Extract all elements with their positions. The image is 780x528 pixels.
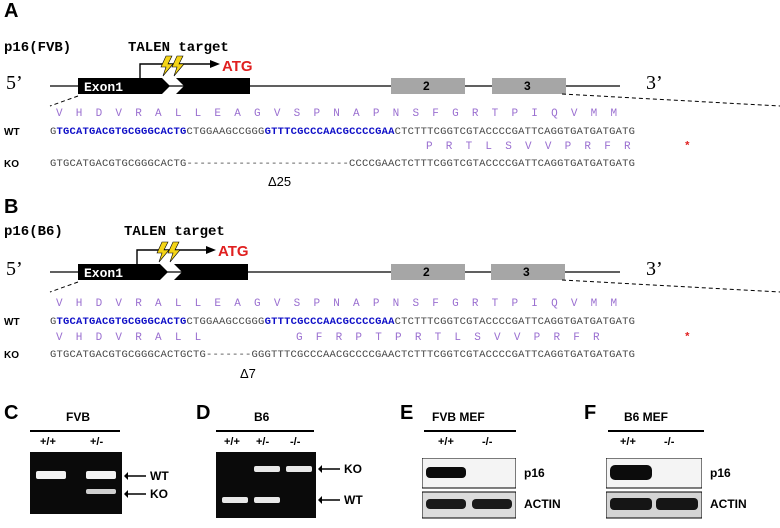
panel-b-letter: B bbox=[4, 196, 19, 218]
panel-b-exon3-label: 3 bbox=[523, 265, 530, 279]
panel-f-letter: F bbox=[584, 402, 597, 424]
panel-a-letter: A bbox=[4, 0, 19, 22]
panel-c-band-wt-1 bbox=[36, 471, 66, 479]
panel-d-lane-1: +/+ bbox=[224, 436, 240, 448]
panel-a-ko-aa: P R T L S V V P R F R bbox=[426, 141, 631, 153]
panel-c-lane-bar bbox=[30, 430, 120, 432]
panel-d-band-wt-1 bbox=[222, 497, 248, 503]
panel-b-ko-stop: * bbox=[684, 332, 691, 344]
panel-b-wt-label: WT bbox=[4, 317, 20, 328]
panel-b-gene-label: p16(B6) bbox=[4, 224, 63, 240]
panel-d-gel bbox=[216, 452, 316, 518]
panel-a-ko-stop: * bbox=[684, 141, 691, 153]
panel-e-letter: E bbox=[400, 402, 414, 424]
panel-f-lane-1: +/+ bbox=[620, 436, 636, 448]
panel-f-blot bbox=[606, 458, 702, 519]
panel-a-gene-diagram bbox=[49, 55, 780, 107]
panel-d-band-ko-3 bbox=[286, 466, 312, 472]
panel-f-lane-bar bbox=[608, 430, 704, 432]
panel-a-atg-label: ATG bbox=[222, 58, 253, 75]
panel-d-ko-label: KO bbox=[344, 462, 362, 476]
panel-a-wt-seq: GTGCATGACGTGCGGGCACTGCTGGAAGCCGGGGTTTCGC… bbox=[50, 126, 636, 138]
panel-c-lane-2: +/- bbox=[90, 436, 104, 448]
panel-f-band-actin-2 bbox=[656, 498, 698, 510]
panel-c-band-wt-2 bbox=[86, 471, 116, 479]
panel-c-letter: C bbox=[4, 402, 19, 424]
panel-c-arrows bbox=[124, 472, 146, 498]
panel-d-band-ko-2 bbox=[254, 466, 280, 472]
panel-c-lane-1: +/+ bbox=[40, 436, 56, 448]
panel-b-five-prime: 5’ bbox=[6, 258, 23, 280]
panel-c-title: FVB bbox=[66, 410, 90, 424]
panel-a-exon3-label: 3 bbox=[524, 79, 531, 93]
panel-f-band-p16-1 bbox=[610, 465, 652, 480]
panel-e-title: FVB MEF bbox=[432, 410, 485, 424]
panel-e-lane-1: +/+ bbox=[438, 436, 454, 448]
panel-a-ko-label: KO bbox=[4, 159, 19, 170]
panel-d-lane-3: -/- bbox=[290, 436, 301, 448]
panel-b-exon2-label: 2 bbox=[423, 265, 430, 279]
panel-e-band-actin-2 bbox=[472, 499, 512, 509]
panel-d-wt-label: WT bbox=[344, 493, 363, 507]
panel-b-ko-aa-2: G F R P T P R T L S V V P R F R bbox=[296, 332, 600, 344]
panel-d-band-wt-2 bbox=[254, 497, 280, 503]
panel-b-ko-label: KO bbox=[4, 350, 19, 361]
panel-d-arrows bbox=[318, 465, 340, 504]
panel-a-gene-label: p16(FVB) bbox=[4, 40, 72, 56]
panel-c-ko-label: KO bbox=[150, 487, 168, 501]
panel-e-actin-label: ACTIN bbox=[524, 497, 561, 511]
panel-a-exon1-label: Exon1 bbox=[84, 80, 124, 95]
panel-d-letter: D bbox=[196, 402, 211, 424]
panel-b-atg-label: ATG bbox=[218, 243, 249, 260]
panel-a-three-prime: 3’ bbox=[646, 72, 663, 94]
panel-b-wt-aa: V H D V R A L L E A G V S P N A P N S F … bbox=[56, 298, 618, 310]
panel-e-blot bbox=[422, 458, 516, 519]
panel-d-lane-2: +/- bbox=[256, 436, 270, 448]
panel-c-gel bbox=[30, 452, 122, 514]
panel-b-three-prime: 3’ bbox=[646, 258, 663, 280]
panel-a-exon2-label: 2 bbox=[423, 79, 430, 93]
panel-b-ko-seq: GTGCATGACGTGCGGGCACTGCTG-------GGGTTTCGC… bbox=[50, 349, 636, 361]
panel-a-talen-label: TALEN target bbox=[128, 40, 229, 56]
panel-b-exon1-label: Exon1 bbox=[84, 266, 124, 281]
panel-c-band-ko-2 bbox=[86, 489, 116, 494]
panel-f-actin-label: ACTIN bbox=[710, 497, 747, 511]
panel-e-band-p16-1 bbox=[426, 467, 466, 478]
panel-f-band-actin-1 bbox=[610, 498, 652, 510]
panel-a-five-prime: 5’ bbox=[6, 72, 23, 94]
panel-f-p16-label: p16 bbox=[710, 466, 731, 480]
panel-a-wt-aa: V H D V R A L L E A G V S P N A P N S F … bbox=[56, 108, 618, 120]
panel-b-wt-seq: GTGCATGACGTGCGGGCACTGCTGGAAGCCGGGGTTTCGC… bbox=[50, 316, 636, 328]
panel-e-p16-label: p16 bbox=[524, 466, 545, 480]
panel-d-lane-bar bbox=[216, 430, 314, 432]
panel-f-title: B6 MEF bbox=[624, 410, 669, 424]
panel-e-lane-bar bbox=[424, 430, 516, 432]
panel-a-wt-label: WT bbox=[4, 127, 20, 138]
panel-a-deletion: Δ25 bbox=[268, 174, 292, 189]
panel-a-ko-seq: GTGCATGACGTGCGGGCACTG-------------------… bbox=[50, 158, 636, 170]
panel-b-deletion: Δ7 bbox=[240, 366, 256, 381]
panel-e-band-actin-1 bbox=[426, 499, 466, 509]
panel-d-title: B6 bbox=[254, 410, 270, 424]
panel-b-ko-aa-1: V H D V R A L L bbox=[56, 332, 202, 344]
panel-e-lane-2: -/- bbox=[482, 436, 493, 448]
panel-f-lane-2: -/- bbox=[664, 436, 675, 448]
panel-c-wt-label: WT bbox=[150, 469, 169, 483]
panel-b-talen-label: TALEN target bbox=[124, 224, 225, 240]
panel-b-gene-diagram bbox=[49, 241, 780, 293]
